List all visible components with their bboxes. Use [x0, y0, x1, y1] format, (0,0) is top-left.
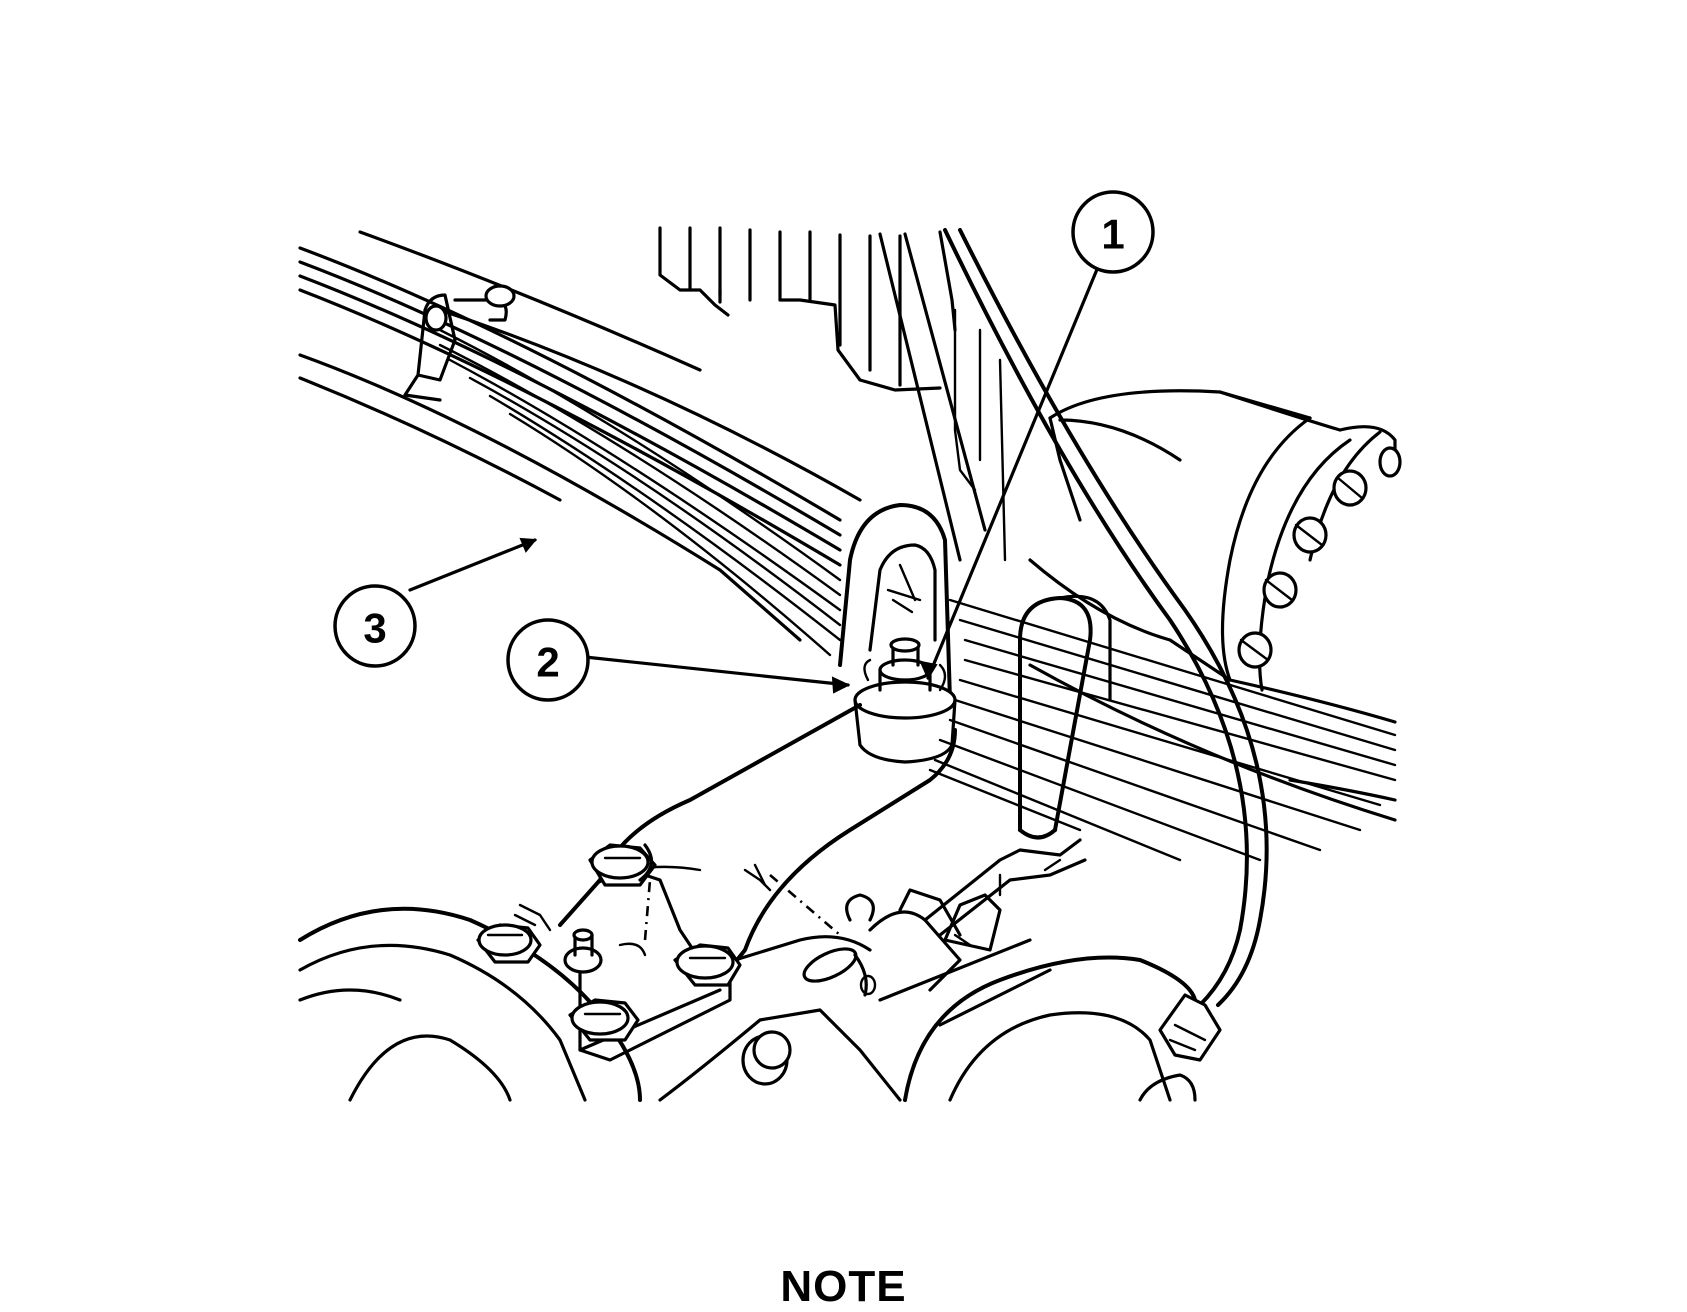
seat-nut-small [563, 928, 603, 974]
brake-hose [943, 228, 1269, 1062]
spring-shackle [403, 284, 516, 402]
hub-bolt-3 [1262, 571, 1298, 609]
u-bolt [1018, 594, 1112, 840]
frame-crossmember [658, 226, 1007, 562]
drum-plug [741, 1030, 792, 1086]
seat-bolt-3 [673, 943, 742, 987]
leaf-spring [298, 230, 1397, 862]
seat-bolt-4 [568, 998, 640, 1042]
grease-fitting [853, 637, 957, 764]
hub-bolt-4 [1237, 631, 1273, 669]
callout-2: 2 [506, 618, 590, 702]
spring-seat-arm [558, 703, 957, 977]
leader-lines [408, 248, 1107, 694]
hub-bolt-5 [1378, 446, 1402, 478]
hub-bolt-2 [1292, 516, 1328, 554]
wire-details [513, 863, 841, 957]
axle-housing [1028, 389, 1402, 802]
hub-bolt-1 [1332, 469, 1368, 507]
callout-3: 3 [333, 584, 417, 668]
seat-bolt-1 [588, 843, 657, 887]
callout-1: 1 [1071, 190, 1155, 274]
seat-bolt-2 [476, 923, 542, 964]
hose-fitting [1158, 993, 1222, 1062]
callout-3-label: 3 [363, 605, 386, 652]
note-heading: NOTE [780, 1262, 907, 1311]
spring-bracket [838, 503, 952, 702]
brake-clamp [802, 838, 1087, 997]
callout-1-label: 1 [1101, 211, 1124, 258]
callout-2-label: 2 [536, 639, 559, 686]
